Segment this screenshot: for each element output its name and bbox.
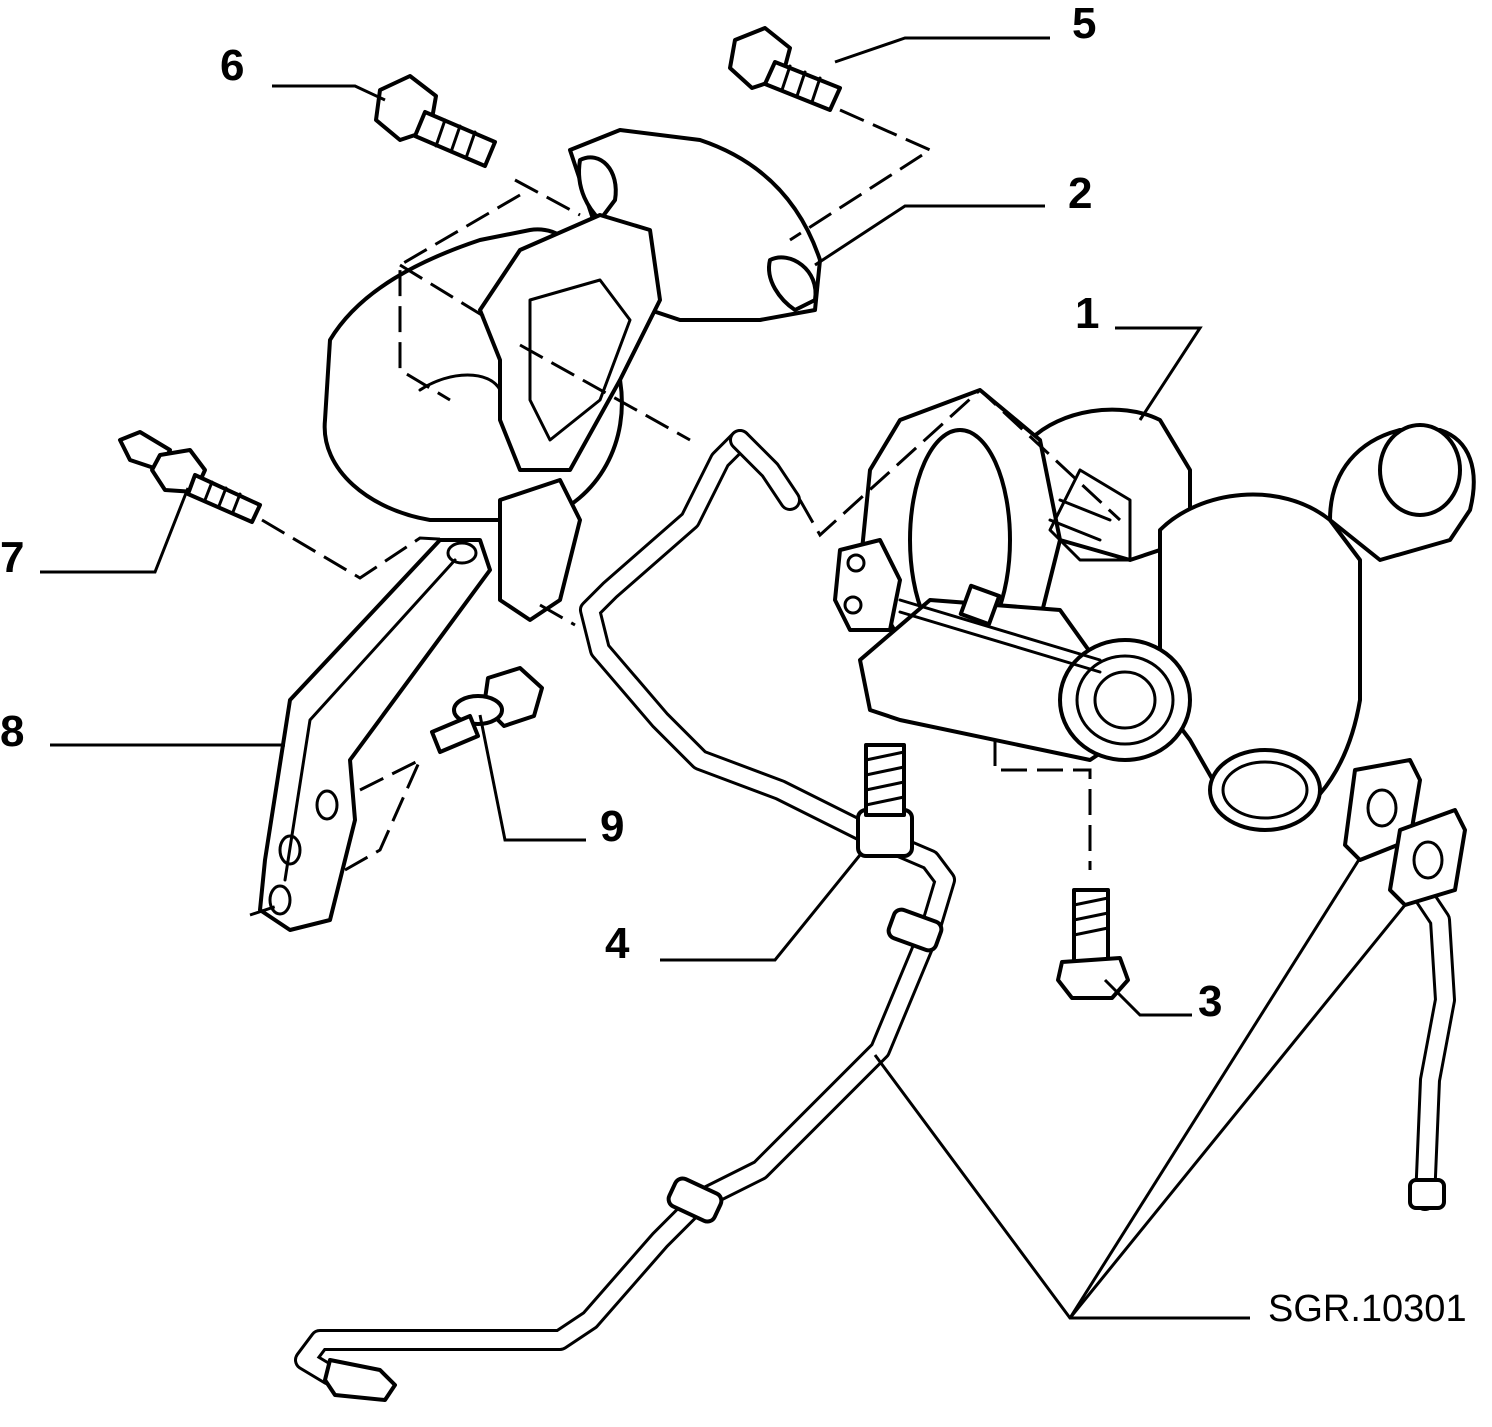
- bolt-6: [374, 74, 497, 168]
- reference-code: SGR.10301: [1268, 1288, 1467, 1330]
- callout-9: 9: [600, 802, 625, 851]
- callout-8: 8: [0, 707, 25, 756]
- turbocharger: [833, 388, 1476, 832]
- support-bracket: [258, 538, 492, 932]
- callout-2: 2: [1068, 169, 1093, 218]
- callout-4: 4: [605, 919, 630, 968]
- callout-1: 1: [1075, 289, 1100, 338]
- bolt-9: [430, 666, 544, 754]
- leader-lines: [40, 36, 1407, 1320]
- callout-5: 5: [1072, 0, 1097, 48]
- stud-7: [118, 430, 262, 524]
- callout-6: 6: [220, 41, 245, 90]
- bolt-5: [728, 26, 842, 112]
- callout-7: 7: [0, 533, 25, 582]
- exhaust-manifold: [322, 128, 822, 622]
- bolt-4: [856, 743, 914, 858]
- alignment-lines: [249, 108, 1122, 917]
- oil-return-pipe: [1343, 758, 1467, 1211]
- oil-feed-pipe: [294, 429, 956, 1402]
- bolt-3: [1056, 888, 1130, 1000]
- callout-3: 3: [1198, 977, 1223, 1026]
